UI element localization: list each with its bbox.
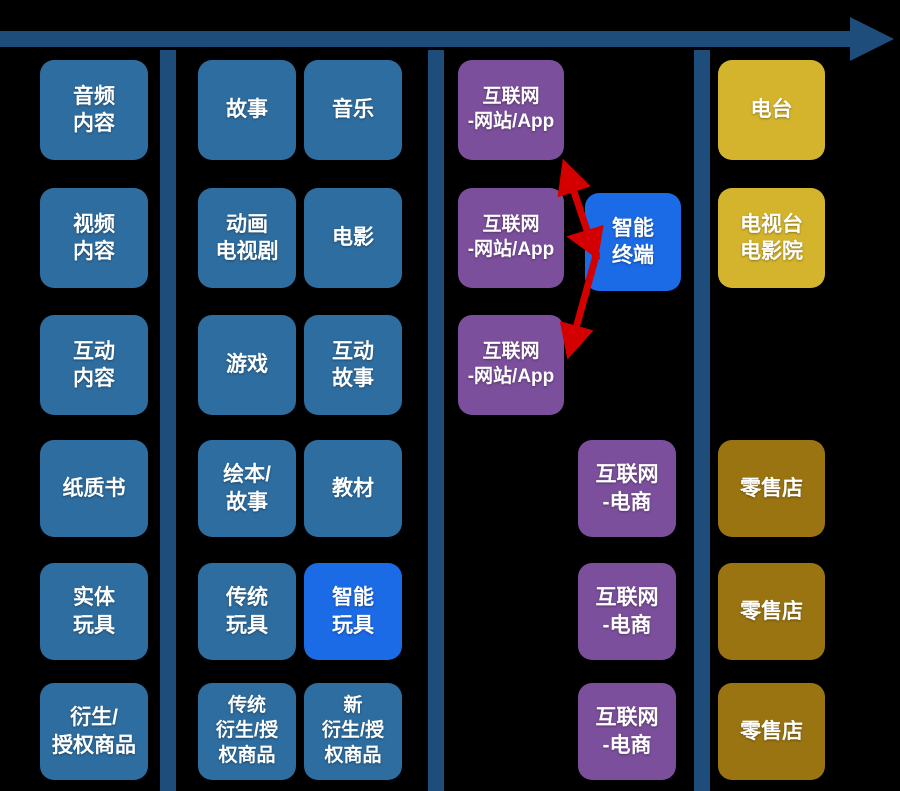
node-licensed-merch: 衍生/ 授权商品 bbox=[40, 683, 148, 780]
node-music: 音乐 bbox=[304, 60, 402, 160]
node-internet-ecommerce-2: 互联网 -电商 bbox=[578, 563, 676, 660]
divider-bar-1 bbox=[160, 50, 176, 791]
timeline-arrow-line bbox=[0, 31, 856, 47]
node-tv-cinema: 电视台 电影院 bbox=[718, 188, 825, 288]
node-internet-web-app-1: 互联网 -网站/App bbox=[458, 60, 564, 160]
node-internet-ecommerce-1: 互联网 -电商 bbox=[578, 440, 676, 537]
divider-bar-2 bbox=[428, 50, 444, 791]
node-radio-station: 电台 bbox=[718, 60, 825, 160]
node-internet-web-app-2: 互联网 -网站/App bbox=[458, 188, 564, 288]
node-retail-store-3: 零售店 bbox=[718, 683, 825, 780]
node-audio-content: 音频 内容 bbox=[40, 60, 148, 160]
node-retail-store-2: 零售店 bbox=[718, 563, 825, 660]
node-traditional-toys: 传统 玩具 bbox=[198, 563, 296, 660]
node-picture-book-story: 绘本/ 故事 bbox=[198, 440, 296, 537]
node-paper-book: 纸质书 bbox=[40, 440, 148, 537]
node-interactive-content: 互动 内容 bbox=[40, 315, 148, 415]
node-movies: 电影 bbox=[304, 188, 402, 288]
node-internet-ecommerce-3: 互联网 -电商 bbox=[578, 683, 676, 780]
node-interactive-story: 互动 故事 bbox=[304, 315, 402, 415]
divider-bar-3 bbox=[694, 50, 710, 791]
node-retail-store-1: 零售店 bbox=[718, 440, 825, 537]
node-smart-toys: 智能 玩具 bbox=[304, 563, 402, 660]
node-animation-tv: 动画 电视剧 bbox=[198, 188, 296, 288]
node-smart-terminal: 智能 终端 bbox=[585, 193, 681, 291]
timeline-arrowhead-icon bbox=[850, 17, 894, 61]
node-physical-toys: 实体 玩具 bbox=[40, 563, 148, 660]
node-story: 故事 bbox=[198, 60, 296, 160]
node-textbook: 教材 bbox=[304, 440, 402, 537]
node-internet-web-app-3: 互联网 -网站/App bbox=[458, 315, 564, 415]
node-games: 游戏 bbox=[198, 315, 296, 415]
node-video-content: 视频 内容 bbox=[40, 188, 148, 288]
node-traditional-licensed-merch: 传统 衍生/授 权商品 bbox=[198, 683, 296, 780]
node-new-licensed-merch: 新 衍生/授 权商品 bbox=[304, 683, 402, 780]
